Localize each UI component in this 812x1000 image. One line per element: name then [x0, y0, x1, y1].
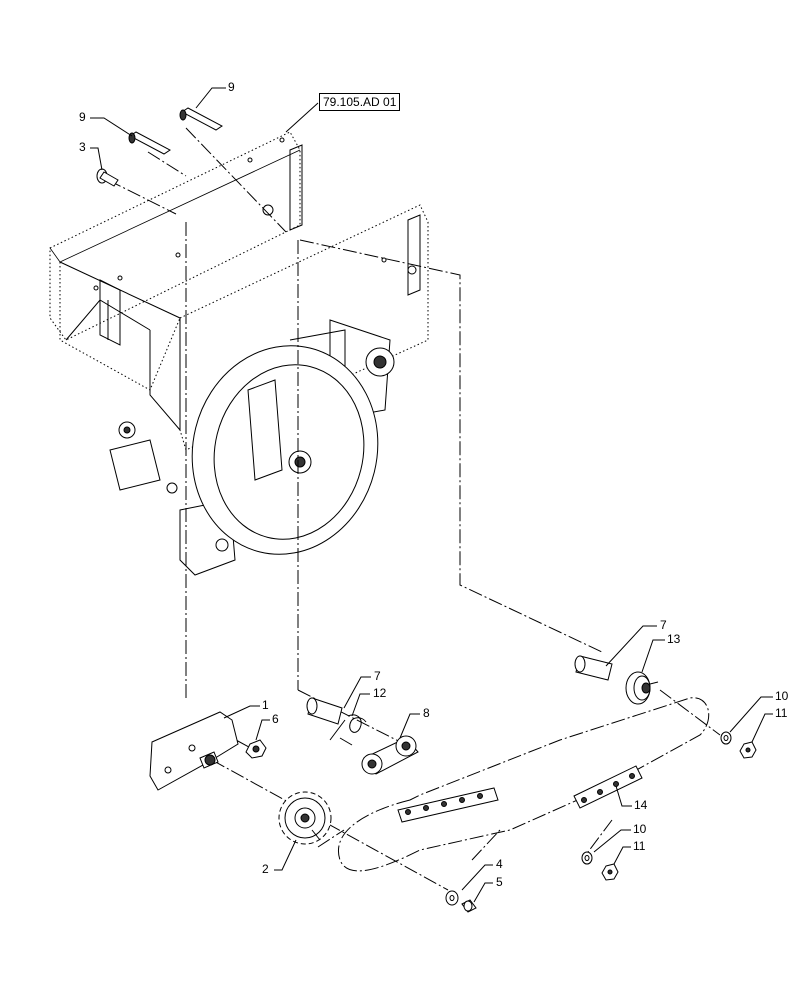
callout-11-lower: 11 [633, 839, 646, 853]
spacer-7-right [574, 655, 613, 681]
callout-10-upper: 10 [775, 689, 789, 703]
callout-9-upper: 9 [228, 80, 235, 94]
bolt-5 [461, 899, 477, 913]
bracket-plate-1 [149, 711, 239, 791]
nut-11-upper [739, 741, 757, 759]
bolt-3 [96, 168, 119, 187]
frame-assembly [49, 131, 429, 576]
bolt-9-lower [128, 131, 171, 155]
seed-disc [191, 345, 379, 555]
callout-7-right: 7 [660, 618, 667, 632]
callout-14: 14 [634, 798, 648, 812]
nut-11-lower [601, 863, 619, 881]
callout-6: 6 [272, 712, 279, 726]
callout-3: 3 [79, 140, 86, 154]
washer-10-lower [581, 851, 593, 865]
callout-4: 4 [496, 857, 503, 871]
callout-2: 2 [262, 862, 269, 876]
bolt-9-upper [179, 107, 223, 131]
reference-box: 79.105.AD 01 [319, 93, 401, 111]
callout-11-upper: 11 [775, 706, 788, 720]
assembly-leader-lines [107, 127, 721, 891]
sprocket-2 [278, 791, 332, 845]
callout-5: 5 [496, 875, 503, 889]
callout-8: 8 [423, 706, 430, 720]
roller-chain-14 [573, 765, 643, 809]
callout-12: 12 [373, 686, 387, 700]
callout-9-lower: 9 [79, 110, 86, 124]
washer-10-upper [720, 731, 732, 745]
idler-pulley-13 [625, 671, 659, 705]
chain-idler-8 [361, 735, 419, 775]
callout-leaders [90, 87, 773, 903]
callout-10-lower: 10 [633, 822, 647, 836]
nut-6 [245, 739, 267, 759]
callout-13: 13 [667, 632, 681, 646]
spacer-7-middle [306, 697, 343, 725]
callout-1: 1 [262, 698, 269, 712]
roller-chain-segment-left [397, 787, 499, 823]
washer-4 [445, 890, 459, 906]
torsion-spring-12 [329, 714, 367, 746]
callout-7-middle: 7 [374, 669, 381, 683]
